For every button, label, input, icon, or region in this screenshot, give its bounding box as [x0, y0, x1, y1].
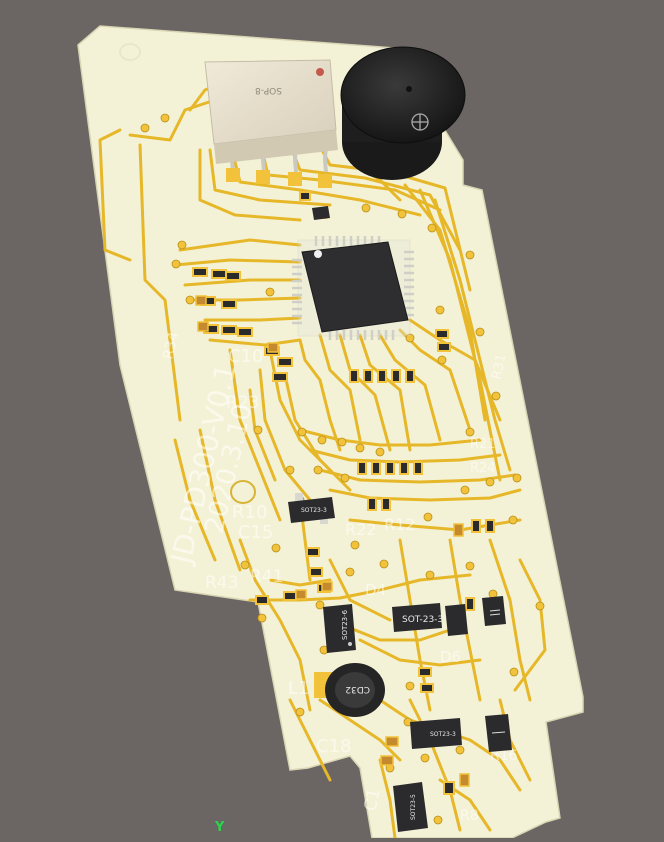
silk-r10: R10 — [232, 502, 267, 523]
sot-left-label: SOT23-6 — [341, 609, 349, 640]
silk-d6: D6 — [440, 648, 461, 666]
sot-lower-left-label: SOT23-5 — [410, 794, 417, 820]
small-ics — [312, 206, 330, 220]
silk-r23: R23 — [226, 393, 259, 413]
buzzer — [340, 46, 466, 180]
silk-d4: D4 — [365, 581, 386, 599]
smd-passives — [192, 191, 495, 795]
regulator-sot23: SOT-23-3 — [392, 603, 443, 632]
silk-r16: R16 — [490, 748, 518, 764]
mcu-chip — [292, 236, 414, 340]
silk-r31: R31 — [489, 353, 509, 381]
silk-c10: C10 — [228, 346, 263, 367]
sot-bottom-label: SOT23-3 — [430, 731, 456, 738]
transistor-q1: SOT23-3 — [288, 493, 335, 524]
inductor-cd32: CD32 — [314, 663, 385, 717]
silk-r24: R24 — [470, 461, 496, 476]
optocoupler-label: SOP-8 — [255, 85, 282, 95]
mounting-hole-top — [119, 43, 141, 61]
diode-array — [445, 596, 512, 752]
silk-c18: C18 — [316, 736, 351, 757]
silk-l1: L1 — [288, 678, 309, 699]
ic-sot23-6: SOT23-6 — [323, 604, 356, 653]
silk-r8: R8 — [460, 808, 479, 824]
inductor-label: CD32 — [345, 684, 370, 694]
regulator-label: SOT-23-3 — [402, 615, 443, 625]
transistor-q1-label: SOT23-3 — [301, 507, 327, 514]
vias — [140, 113, 545, 825]
silk-r21: R21 — [470, 437, 496, 452]
silk-c15: C15 — [238, 522, 273, 543]
silk-r34: R34 — [160, 330, 182, 361]
silk-r43: R43 — [205, 573, 238, 593]
y-axis-label: Y — [215, 820, 225, 835]
ic-sot23-5: SOT23-5 — [393, 782, 428, 832]
silk-r22: R22 — [345, 520, 376, 539]
ic-sot23-3-bottom: SOT23-3 — [410, 718, 462, 749]
mounting-hole-mid — [230, 480, 256, 504]
optocoupler-sop8: SOP-8 — [204, 59, 338, 188]
silk-r41: R41 — [250, 567, 283, 587]
silk-r12: R12 — [384, 515, 415, 534]
silk-c1: C1 — [360, 787, 385, 814]
